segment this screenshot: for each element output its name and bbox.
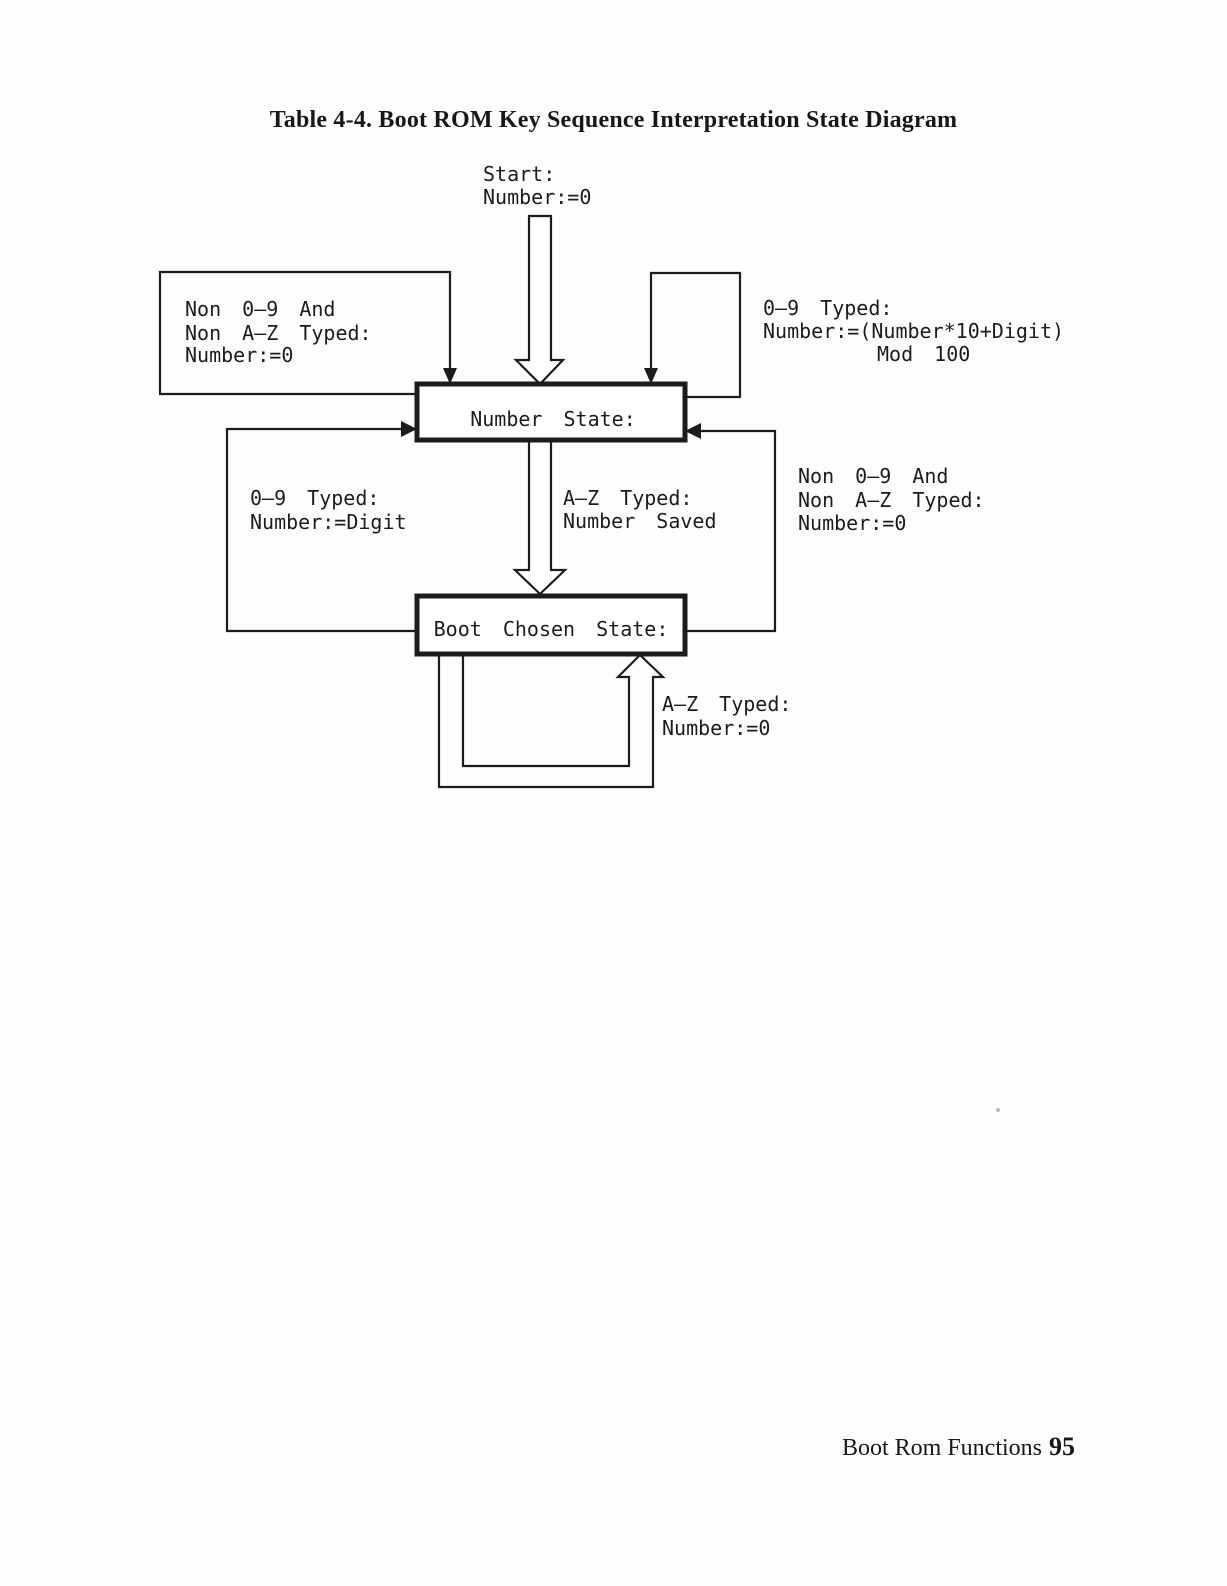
- digit-restart-loop-line: [225, 427, 416, 633]
- state-boot-chosen: Boot Chosen State:: [414, 593, 688, 657]
- letter-to-boot-line1: A–Z Typed:: [563, 486, 692, 510]
- transition-invalid-keys-to-number: [158, 270, 457, 396]
- digit-self-loop-line1: 0–9 Typed:: [763, 296, 892, 320]
- transition-digit-self-loop: [644, 271, 742, 399]
- letter-to-boot-label: A–Z Typed: Number Saved: [563, 486, 717, 533]
- invalid-from-boot-arrowhead-icon: [685, 423, 701, 439]
- start-arrow-icon: [513, 214, 566, 386]
- digit-self-loop-arrowhead-icon: [644, 368, 658, 384]
- digit-restart-line2: Number:=Digit: [250, 510, 407, 534]
- transition-letter-self-loop: [437, 652, 666, 789]
- invalid-from-boot-line2: Non A–Z Typed:: [798, 488, 985, 512]
- start-label: Start: Number:=0: [483, 162, 591, 209]
- start-label-line1: Start:: [483, 162, 555, 186]
- digit-self-loop-line2: Number:=(Number*10+Digit): [763, 319, 1064, 343]
- number-state-box: [414, 381, 688, 443]
- boot-chosen-state-label: Boot Chosen State:: [434, 617, 669, 641]
- boot-chosen-state-box: [414, 593, 688, 657]
- digit-restart-label: 0–9 Typed: Number:=Digit: [250, 486, 407, 534]
- invalid-keys-loop-line: [158, 270, 452, 396]
- invalid-keys-arrowhead-icon: [443, 368, 457, 384]
- transition-digit-restart: [225, 421, 417, 633]
- letter-self-loop-line2: Number:=0: [662, 716, 770, 740]
- letter-to-boot-line2: Number Saved: [563, 509, 717, 533]
- letter-self-loop-label: A–Z Typed: Number:=0: [662, 692, 791, 740]
- transition-invalid-keys-from-boot: [685, 423, 777, 633]
- number-state-label: Number State:: [470, 407, 636, 431]
- digit-restart-line1: 0–9 Typed:: [250, 486, 379, 510]
- invalid-from-boot-loop-line: [686, 429, 777, 633]
- digit-self-loop-line3: Mod 100: [877, 342, 970, 366]
- scan-artifact-dot: [996, 1108, 1000, 1112]
- invalid-from-boot-line3: Number:=0: [798, 511, 906, 535]
- footer-page-number: 95: [1049, 1432, 1075, 1461]
- letter-self-loop-line1: A–Z Typed:: [662, 692, 791, 716]
- digit-self-loop-line: [649, 271, 742, 399]
- invalid-keys-from-boot-label: Non 0–9 And Non A–Z Typed: Number:=0: [798, 464, 985, 535]
- letter-to-boot-arrow-icon: [512, 441, 568, 596]
- invalid-keys-line3: Number:=0: [185, 343, 293, 367]
- footer-text: Boot Rom Functions: [841, 1435, 1042, 1461]
- digit-restart-arrowhead-icon: [401, 421, 417, 437]
- state-number: Number State:: [414, 381, 688, 443]
- digit-self-loop-label: 0–9 Typed: Number:=(Number*10+Digit) Mod…: [763, 296, 1064, 366]
- page-footer: Boot Rom Functions 95: [842, 1432, 1075, 1462]
- transition-start: [513, 214, 566, 386]
- transition-letter-to-boot: [512, 441, 568, 596]
- invalid-keys-line2: Non A–Z Typed:: [185, 321, 372, 345]
- invalid-from-boot-line1: Non 0–9 And: [798, 464, 948, 488]
- invalid-keys-line1: Non 0–9 And: [185, 297, 335, 321]
- invalid-keys-to-number-label: Non 0–9 And Non A–Z Typed: Number:=0: [185, 297, 372, 367]
- table-title: Table 4-4. Boot ROM Key Sequence Interpr…: [269, 107, 958, 133]
- letter-self-loop-outline: [437, 652, 666, 789]
- start-label-line2: Number:=0: [483, 185, 591, 209]
